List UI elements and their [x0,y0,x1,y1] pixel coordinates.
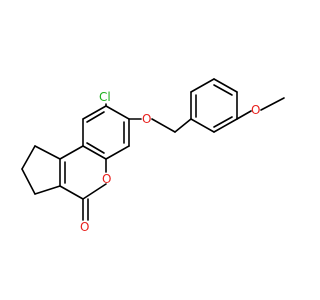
bond [59,145,84,160]
chlorine-label: Cl [99,90,111,104]
methoxy-oxygen-label: O [251,103,260,117]
ring-oxygen-label: O [102,172,111,186]
ether-oxygen-label: O [142,112,151,126]
molecule-svg: Cl O O O O [0,0,300,300]
bond [213,78,238,93]
bond [105,105,130,120]
bond [21,168,36,195]
bond [174,118,192,133]
bond [213,84,233,96]
atom-labels: Cl O O O O [80,90,260,234]
bond [213,116,233,128]
bond [34,145,61,160]
bond [21,145,36,170]
bond [82,145,107,160]
bond [82,183,107,200]
bond [105,145,130,160]
bond [34,185,61,195]
bond [59,185,84,200]
bonds [21,78,285,221]
carbonyl-oxygen-label: O [80,220,89,234]
bond [86,111,105,123]
background [0,0,300,300]
bond [236,110,252,120]
bond [82,105,107,120]
bond [260,97,285,111]
bond [190,78,215,93]
bond [86,142,105,154]
bond [213,118,238,133]
bond [190,118,215,133]
bond [151,118,176,133]
molecule-structure-canvas: Cl O O O O [0,0,300,300]
